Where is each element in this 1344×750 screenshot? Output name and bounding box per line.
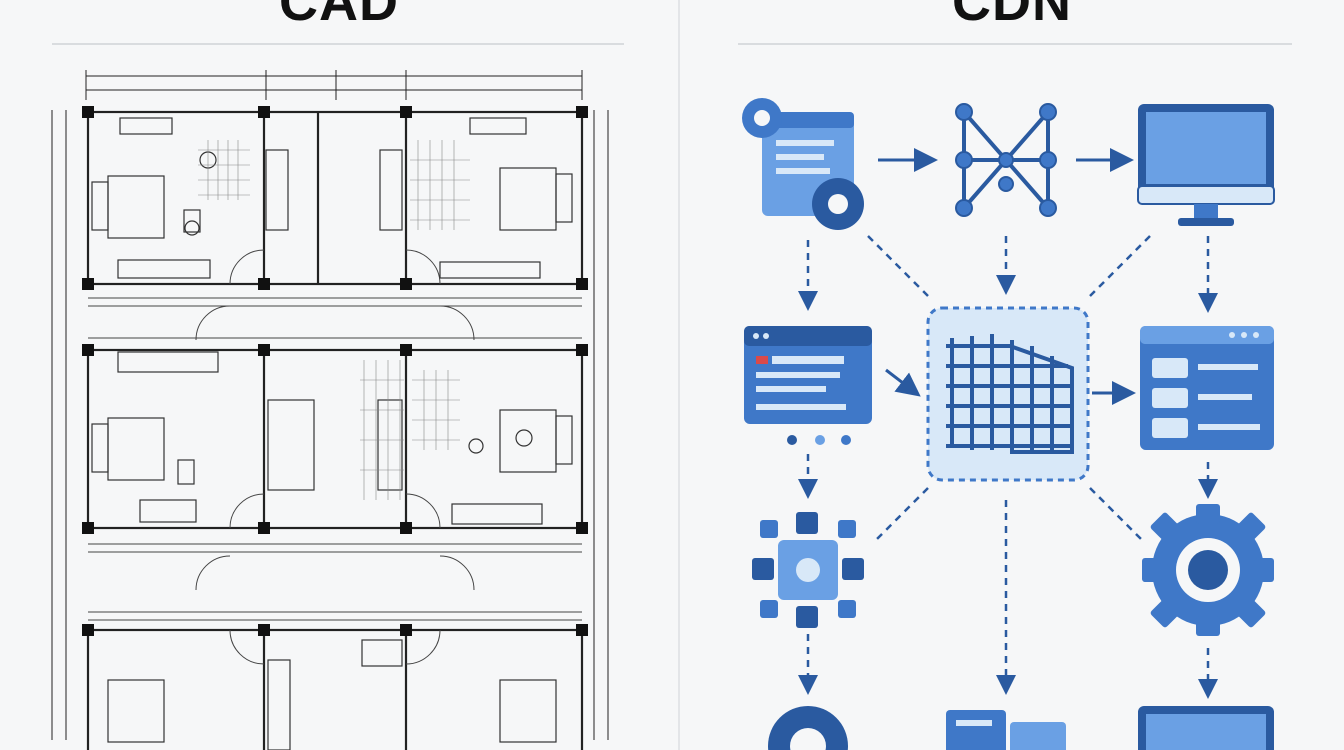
dashboard-list-icon: [1140, 326, 1274, 450]
cdn-title: CDN: [952, 0, 1072, 32]
cdn-panel: CDN: [680, 0, 1344, 750]
floor-plan-drawing: [51, 70, 609, 750]
monitor-icon: [1137, 104, 1275, 226]
cad-title-rule: [52, 43, 624, 45]
gear-icon: [768, 706, 848, 750]
network-node-icon: [955, 103, 1057, 217]
cad-panel: CAD: [51, 0, 624, 750]
distributed-nodes-icon: [752, 512, 864, 628]
cdn-title-rule: [738, 43, 1292, 45]
panel-divider: [678, 0, 680, 750]
gear-icon: [1142, 504, 1274, 636]
cad-title: CAD: [279, 0, 399, 32]
browser-window-icon: [744, 326, 872, 445]
gear-document-icon: [742, 98, 864, 230]
cdn-network-diagram: [742, 98, 1275, 750]
monitor-icon: [1138, 706, 1274, 750]
grid-hub-icon: [926, 306, 1090, 482]
server-icon: [946, 710, 1066, 750]
